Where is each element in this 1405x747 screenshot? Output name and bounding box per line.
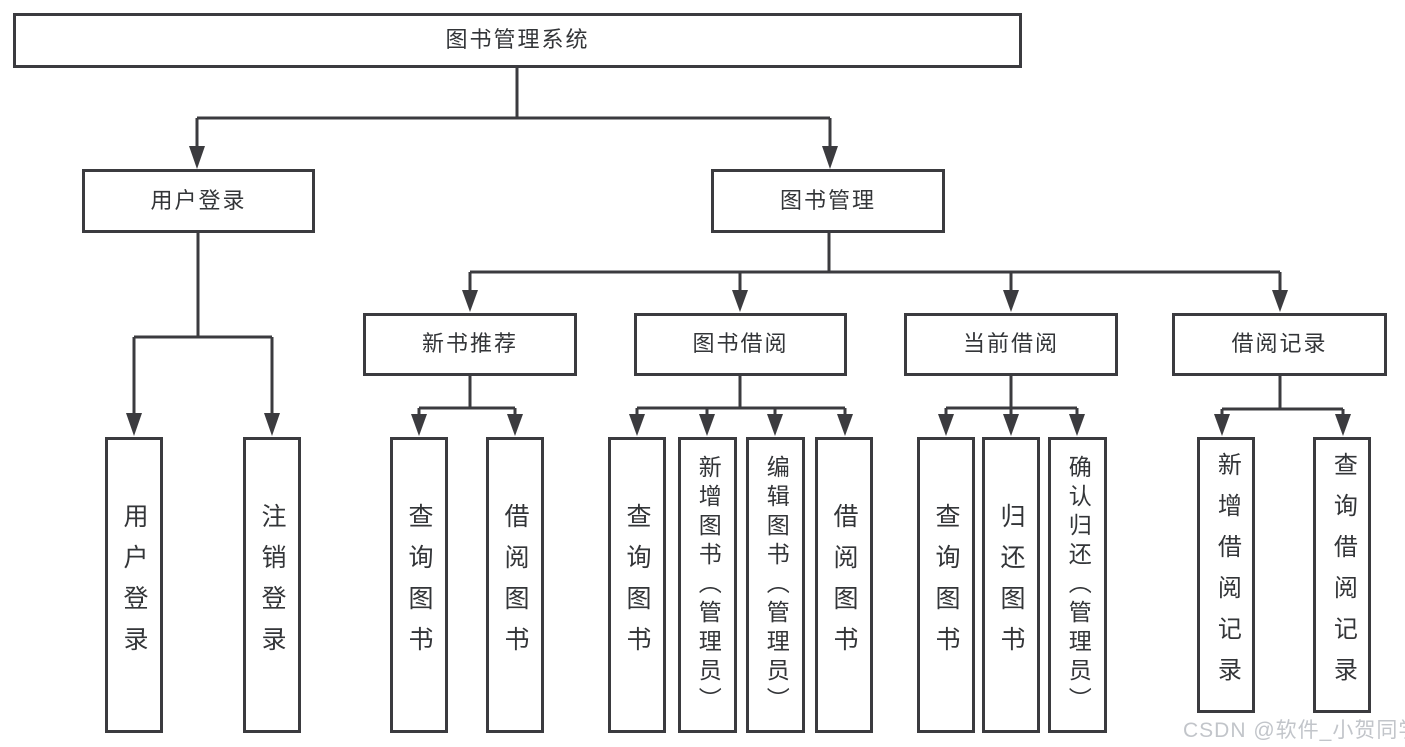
node-root: 图书管理系统 bbox=[13, 13, 1022, 68]
csdn-watermark: CSDN @软件_小贺同学 bbox=[1183, 719, 1405, 742]
node-rec-borrow-books: 借阅图书 bbox=[486, 437, 544, 733]
node-logout: 注销登录 bbox=[243, 437, 301, 733]
connector-user-login bbox=[132, 233, 274, 417]
node-bb-query-books: 查询图书 bbox=[608, 437, 666, 733]
arrowheads bbox=[126, 146, 1351, 436]
node-bb-edit-books-admin: 编辑图书（管理员） bbox=[746, 437, 805, 733]
node-br-query-record: 查询借阅记录 bbox=[1313, 437, 1371, 713]
connector-book-borrow bbox=[635, 376, 847, 418]
connector-book-mgmt bbox=[468, 233, 1282, 293]
connector-current-borrow bbox=[944, 376, 1079, 418]
node-bb-borrow-books: 借阅图书 bbox=[815, 437, 873, 733]
node-br-add-record: 新增借阅记录 bbox=[1197, 437, 1255, 713]
node-new-book-recommendation: 新书推荐 bbox=[363, 313, 577, 376]
connector-new-book-rec bbox=[417, 376, 517, 418]
node-book-borrowing: 图书借阅 bbox=[634, 313, 847, 376]
node-bb-add-books-admin: 新增图书（管理员） bbox=[678, 437, 737, 733]
node-cb-query-books: 查询图书 bbox=[917, 437, 975, 733]
node-user-login-leaf: 用户登录 bbox=[105, 437, 163, 733]
connector-borrow-records bbox=[1220, 376, 1345, 418]
node-cb-confirm-return-admin: 确认归还（管理员） bbox=[1048, 437, 1107, 733]
node-borrowing-records: 借阅记录 bbox=[1172, 313, 1387, 376]
node-cb-return-books: 归还图书 bbox=[982, 437, 1040, 733]
node-rec-query-books: 查询图书 bbox=[390, 437, 448, 733]
node-current-borrowing: 当前借阅 bbox=[904, 313, 1118, 376]
connector-root bbox=[195, 68, 832, 150]
node-user-login: 用户登录 bbox=[82, 169, 315, 233]
node-book-management: 图书管理 bbox=[711, 169, 945, 233]
